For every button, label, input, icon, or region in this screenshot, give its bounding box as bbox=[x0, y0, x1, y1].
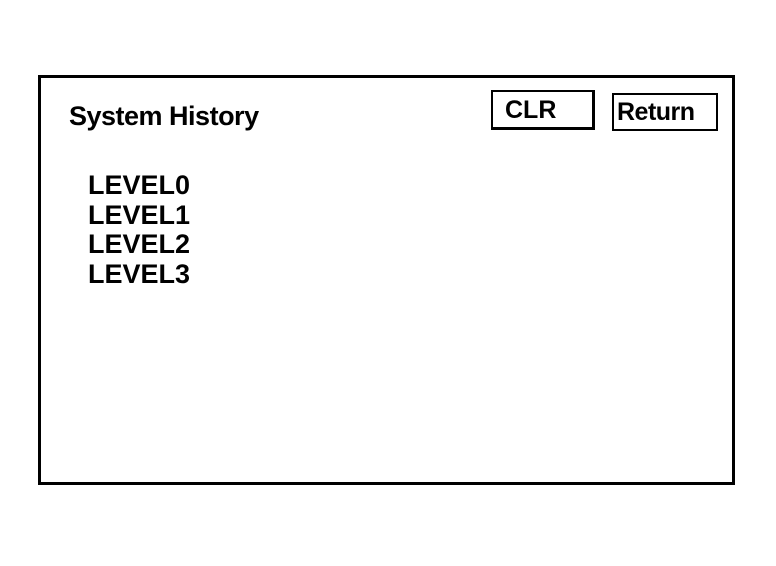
level-item-3[interactable]: LEVEL3 bbox=[88, 258, 191, 289]
page-title: System History bbox=[69, 101, 259, 131]
level-list: LEVEL0 LEVEL1 LEVEL2 LEVEL3 bbox=[88, 170, 191, 289]
level-item-0[interactable]: LEVEL0 bbox=[88, 170, 191, 200]
system-history-panel: System History CLR Return LEVEL0 LEVEL1 … bbox=[38, 75, 735, 485]
level-item-2[interactable]: LEVEL2 bbox=[88, 229, 191, 259]
return-button[interactable]: Return bbox=[612, 93, 718, 131]
level-item-1[interactable]: LEVEL1 bbox=[88, 199, 191, 230]
clr-button[interactable]: CLR bbox=[491, 90, 595, 130]
